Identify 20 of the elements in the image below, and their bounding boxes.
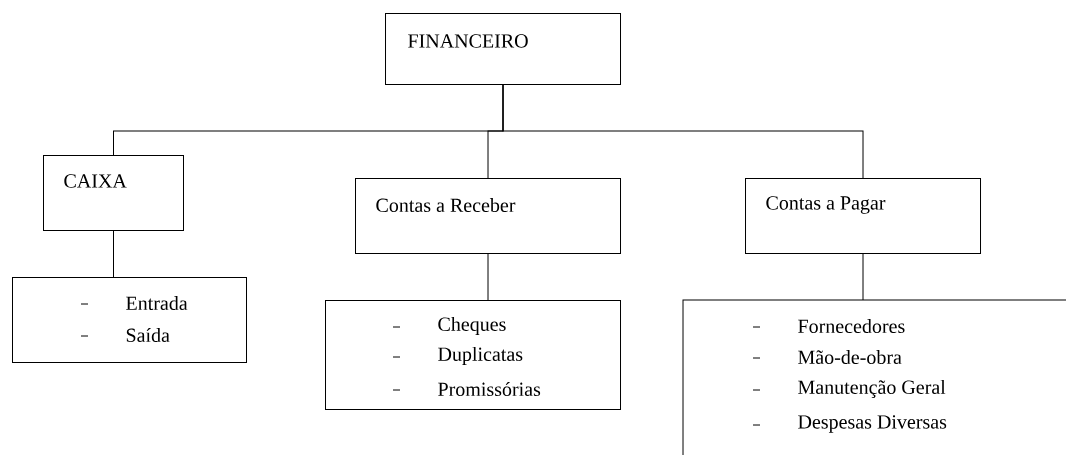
list-box bbox=[325, 300, 621, 410]
list-box bbox=[682, 299, 1067, 455]
list-item: Entrada bbox=[80, 295, 188, 311]
list-item: Fornecedores bbox=[752, 318, 905, 334]
list-item: Cheques bbox=[392, 316, 506, 336]
org-box: Contas a Pagar bbox=[745, 178, 981, 254]
list-item: Mão-de-obra bbox=[752, 349, 902, 365]
list-item: Manutenção Geral bbox=[752, 379, 946, 399]
org-box: Contas a Receber bbox=[355, 178, 621, 254]
org-box: CAIXA bbox=[43, 155, 184, 231]
list-item: Saída bbox=[80, 327, 170, 343]
list-item: Promissórias bbox=[392, 381, 541, 397]
list-box bbox=[12, 277, 247, 363]
list-item: Despesas Diversas bbox=[752, 415, 947, 433]
connector-line bbox=[502, 84, 864, 179]
connector-line bbox=[862, 253, 864, 301]
connector-line bbox=[487, 253, 489, 301]
org-box: FINANCEIRO bbox=[385, 13, 621, 85]
connector-line bbox=[113, 230, 114, 278]
list-item: Duplicatas bbox=[392, 346, 523, 366]
